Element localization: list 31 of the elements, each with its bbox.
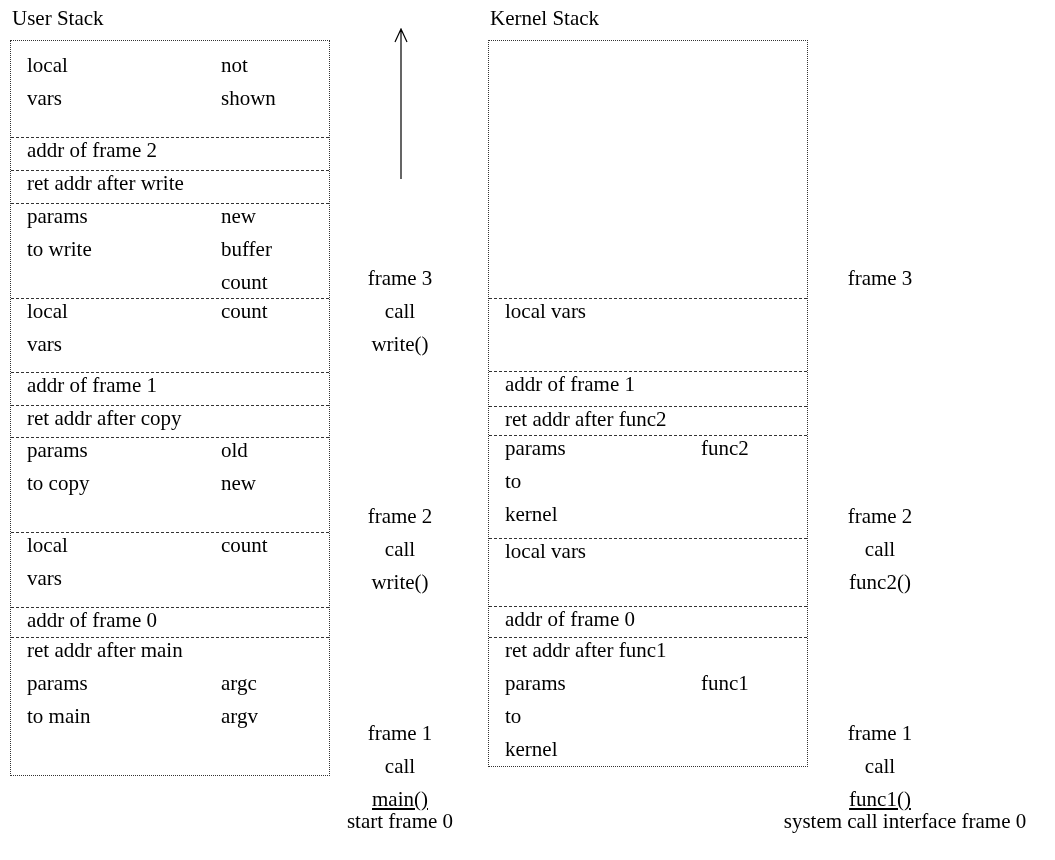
stack-heading: User Stack (12, 5, 104, 32)
slot-text: not shown (221, 52, 277, 112)
frame-label: frame 3 (846, 265, 914, 292)
slot-text: addr of frame 0 (505, 606, 636, 633)
slot-text: ret addr after write (27, 170, 184, 197)
slot-text: ret addr after copy (27, 405, 182, 432)
slot-text: old new (221, 437, 257, 497)
frame-label: frame 2 call func2() (846, 503, 914, 596)
slot-text: count (221, 532, 269, 559)
stack-heading: Kernel Stack (490, 5, 600, 32)
frame-label: frame 2 call write() (366, 503, 434, 596)
slot-text: addr of frame 0 (27, 607, 158, 634)
slot-text: params to main (27, 670, 92, 730)
slot-text: argc argv (221, 670, 259, 730)
slot-text: addr of frame 1 (505, 371, 636, 398)
slot-text: params to copy (27, 437, 91, 497)
slot-text: addr of frame 1 (27, 372, 158, 399)
slot-text: func1 (701, 670, 750, 697)
slot-text: count (221, 298, 269, 325)
slot-text: ret addr after main (27, 637, 183, 664)
slot-text: local vars (505, 538, 587, 565)
slot-text: params to kernel (505, 670, 567, 763)
slot-text: local vars (27, 532, 69, 592)
slot-text: func2 (701, 435, 750, 462)
slot-text: ret addr after func2 (505, 406, 667, 433)
frame-label: frame 3 call write() (366, 265, 434, 358)
slot-text: params to write (27, 203, 93, 263)
slot-text: local vars (505, 298, 587, 325)
slot-text: local vars (27, 52, 69, 112)
slot-text: ret addr after func1 (505, 637, 667, 664)
slot-text: addr of frame 2 (27, 137, 158, 164)
